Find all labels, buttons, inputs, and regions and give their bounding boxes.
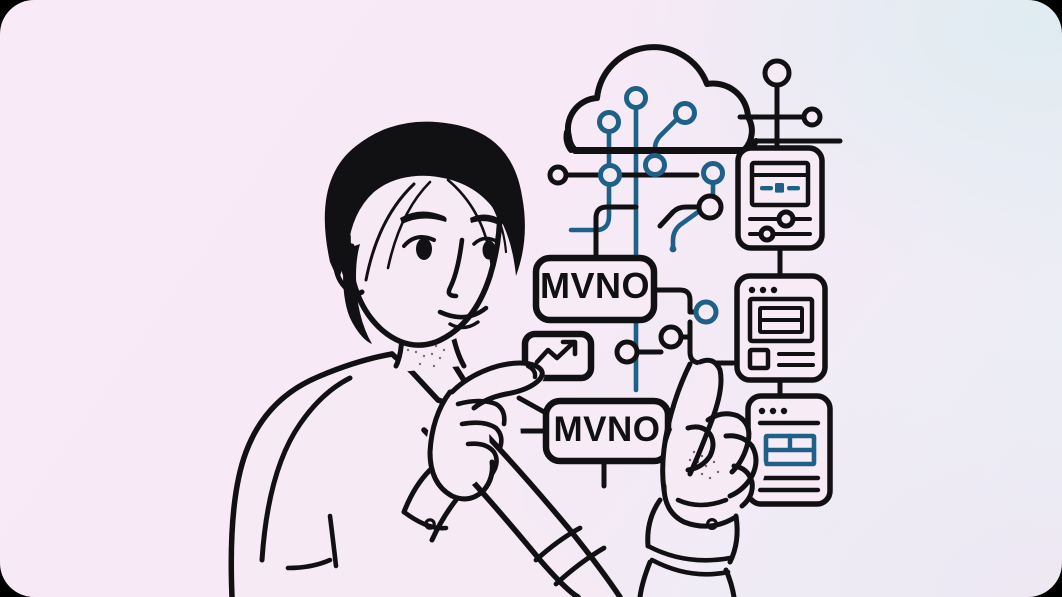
mvno-label-top-text: MVNO [540, 265, 650, 306]
settings-card[interactable] [735, 145, 825, 251]
trending-up-icon [534, 339, 578, 365]
mvno-label-top[interactable]: MVNO [532, 254, 658, 324]
mvno-label-bottom-text: MVNO [554, 410, 661, 449]
left-hand-pointing [401, 360, 545, 543]
eyes [402, 235, 500, 260]
right-hand-pointing [637, 357, 765, 597]
document-card[interactable] [745, 393, 833, 507]
head [324, 118, 525, 348]
person-figure [228, 118, 765, 597]
browser-card[interactable] [734, 273, 828, 383]
mvno-label-bottom[interactable]: MVNO [542, 397, 672, 465]
circuit-nodes [547, 58, 823, 365]
